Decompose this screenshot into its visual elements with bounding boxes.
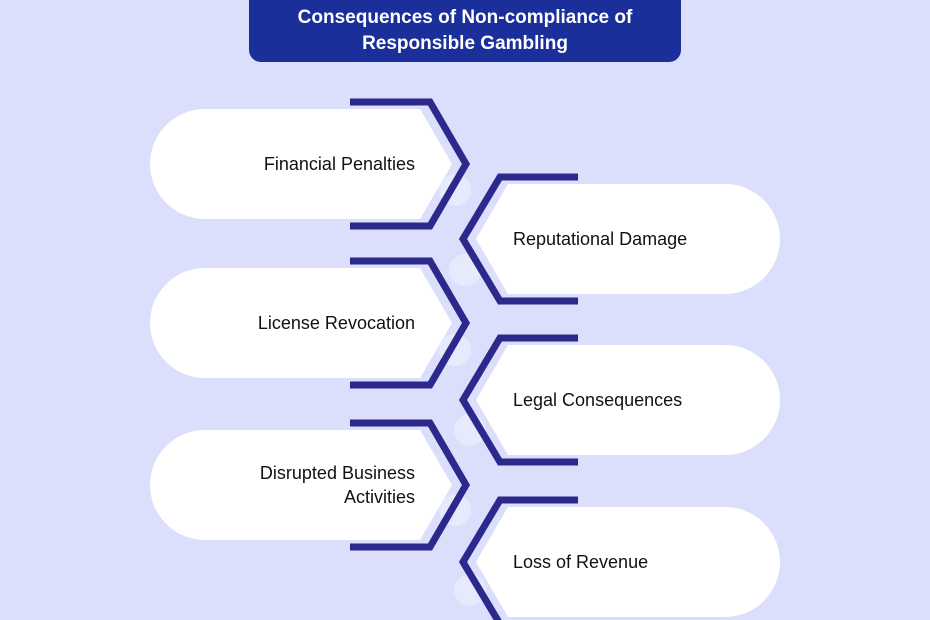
item-box-6 — [476, 507, 780, 617]
chevron-border-2 — [458, 173, 578, 305]
item-box-2 — [476, 184, 780, 294]
chevron-border-1 — [350, 98, 471, 230]
item-label-5-line: Activities — [343, 487, 415, 507]
chevron-border-5 — [350, 419, 471, 551]
item-box-3 — [150, 268, 452, 378]
chevron-border-3 — [350, 257, 471, 389]
item-label-4: Legal Consequences — [513, 388, 682, 412]
item-label-4-line: Legal Consequences — [513, 390, 683, 410]
title-line-1: Consequences of Non-compliance of — [297, 7, 633, 28]
item-box-4 — [476, 345, 780, 455]
item-box-5 — [150, 430, 452, 540]
title-line-2: Responsible Gambling — [362, 33, 568, 54]
chevron-border-6 — [458, 496, 578, 620]
item-box-1 — [150, 109, 452, 219]
title-banner: Consequences of Non-compliance of Respon… — [249, 0, 681, 62]
item-label-2-line: Reputational Damage — [513, 229, 688, 249]
item-label-3-line: License Revocation — [257, 313, 415, 333]
chevron-border-4 — [458, 334, 578, 466]
item-label-2: Reputational Damage — [513, 227, 687, 251]
item-label-5-line: Disrupted Business — [259, 463, 415, 483]
item-label-3: License Revocation — [258, 311, 415, 335]
item-label-6-line: Loss of Revenue — [513, 552, 649, 572]
item-label-6: Loss of Revenue — [513, 550, 648, 574]
item-label-1: Financial Penalties — [264, 152, 415, 176]
item-label-1-line: Financial Penalties — [263, 154, 415, 174]
